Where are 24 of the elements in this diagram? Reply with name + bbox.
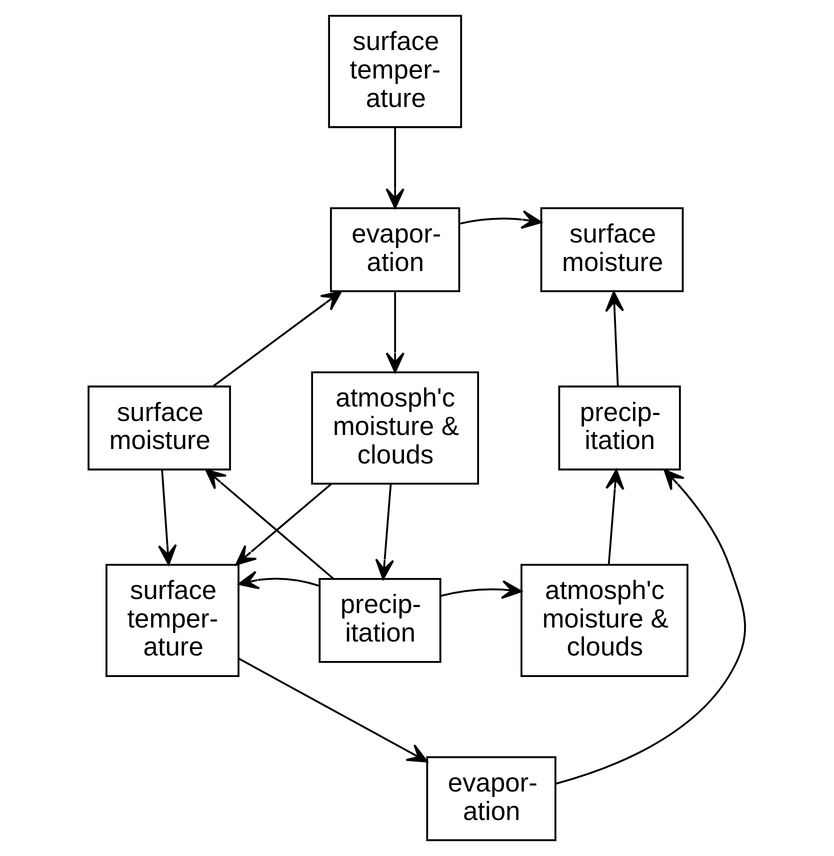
node-box: surface moisture xyxy=(88,386,231,470)
node-box: surface temper- ature xyxy=(328,14,462,128)
node-box: precip- itation xyxy=(318,578,442,663)
arrow xyxy=(158,470,177,566)
arrow xyxy=(440,580,522,599)
arrow xyxy=(238,570,320,590)
arrow xyxy=(386,127,405,209)
arrow xyxy=(375,484,394,580)
arrow xyxy=(555,469,746,785)
arrow xyxy=(605,468,624,564)
arrow xyxy=(235,483,332,566)
node-box: atmosph'c moisture & clouds xyxy=(311,371,480,485)
arrow xyxy=(459,210,542,229)
arrow xyxy=(605,291,624,386)
node-box: surface temper- ature xyxy=(106,564,240,677)
arrow xyxy=(212,290,342,388)
arrow xyxy=(238,658,428,762)
node-box: atmosph'c moisture & clouds xyxy=(520,564,688,677)
arrow xyxy=(386,292,405,373)
node-box: surface moisture xyxy=(540,207,684,292)
node-box: precip- itation xyxy=(558,386,681,470)
arrow xyxy=(205,468,334,580)
node-box: evapor- ation xyxy=(330,207,460,292)
node-box: evapor- ation xyxy=(426,756,556,842)
